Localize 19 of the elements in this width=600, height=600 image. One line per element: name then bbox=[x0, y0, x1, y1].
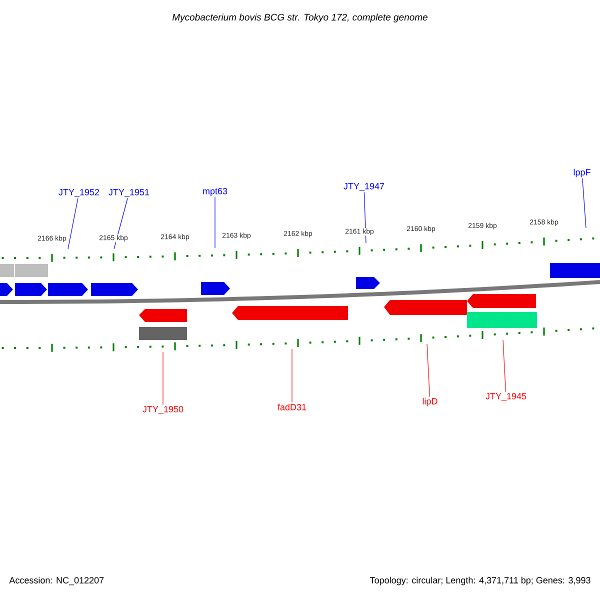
leader-line bbox=[582, 178, 586, 228]
gene-label: JTY_1952 bbox=[58, 188, 100, 198]
leader-line bbox=[162, 352, 164, 406]
info-text: Accession: NC_012207 bbox=[9, 576, 104, 586]
gene-label: lppF bbox=[574, 168, 590, 178]
leader-line bbox=[502, 340, 506, 392]
gene-label: JTY_1950 bbox=[142, 406, 184, 414]
gene-label: lipD bbox=[422, 398, 438, 406]
leader-line bbox=[68, 198, 78, 250]
gene-label: JTY_1951 bbox=[108, 188, 150, 198]
title: Mycobacterium bovis BCG str. Tokyo 172, complete genome bbox=[172, 14, 428, 22]
leader-line bbox=[214, 196, 216, 248]
gene-label: JTY_1945 bbox=[486, 392, 526, 402]
scale-ruler bbox=[2, 327, 594, 352]
leader-line bbox=[426, 344, 430, 397]
gene-label: JTY_1947 bbox=[344, 182, 384, 192]
info-text: Topology: circular; Length: 4,371,711 bp; Genes: 3,993 bbox=[370, 576, 590, 586]
gene-label: fadD31 bbox=[278, 404, 306, 410]
gene-label: mpt63 bbox=[203, 188, 228, 196]
